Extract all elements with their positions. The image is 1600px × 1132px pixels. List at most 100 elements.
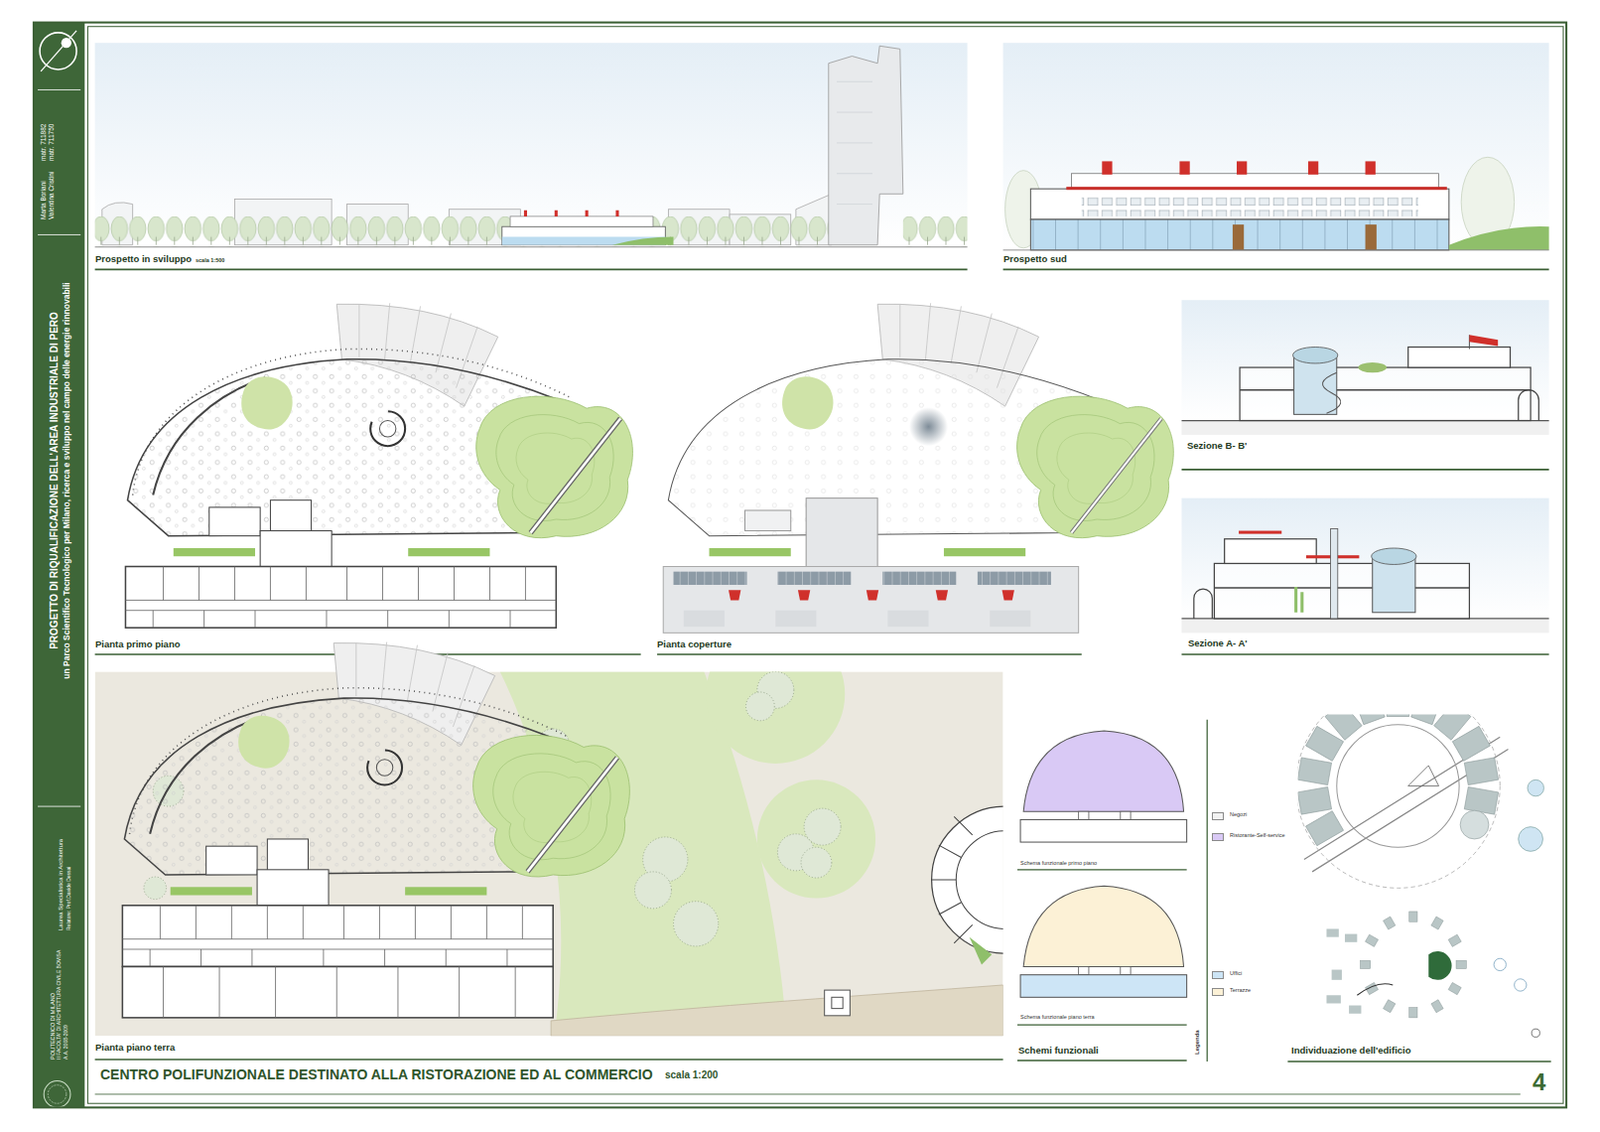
drawing-part [95, 246, 968, 248]
drawing-part [1531, 1028, 1540, 1037]
drawing-part [705, 670, 845, 764]
section-bb [1181, 299, 1549, 470]
drawing-part [1452, 725, 1490, 761]
drawing-part [955, 830, 1003, 930]
drawing-part [1332, 969, 1342, 980]
drawing-part [1101, 160, 1112, 174]
drawing-part [510, 216, 654, 227]
section-aa [1181, 498, 1549, 655]
drawing-part [1386, 714, 1410, 717]
drawing-part [1408, 765, 1440, 787]
drawing-part [1464, 787, 1498, 815]
drawing-part [1298, 714, 1545, 1038]
panel-title: Schemi funzionali [1018, 1045, 1099, 1057]
drawing-part [989, 610, 1031, 627]
drawing-part [1331, 528, 1338, 618]
drawing-part [1527, 779, 1544, 796]
drawing-part [95, 1058, 1004, 1061]
drawing-part [1409, 1007, 1418, 1018]
author-name: Valentina Cristini [47, 171, 55, 220]
site-location [1287, 683, 1551, 1062]
author-name: Marta Boriani [39, 180, 47, 220]
diagram-caption: Schema funzionale piano terra [1020, 1013, 1095, 1020]
drawing-part [800, 846, 832, 878]
drawing-part [887, 610, 929, 627]
drawing-part [746, 691, 776, 721]
legend-label: Uffici [1229, 969, 1242, 976]
drawing-part [1344, 933, 1357, 942]
drawing-part [1070, 417, 1161, 533]
drawing-part [1206, 719, 1208, 1062]
drawing-part [33, 22, 1567, 1108]
drawing-part [1078, 810, 1089, 819]
drawing-part [37, 89, 81, 806]
drawing-part [1023, 730, 1184, 811]
sidebar-strip: Marta Borianimatr. 711882Valentina Crist… [35, 36, 84, 1104]
drawing-part [125, 302, 633, 628]
panel-title: Prospetto sud [1003, 254, 1067, 266]
drawing-part [1232, 224, 1244, 251]
faculty-name: II FACOLTA' DI ARCHITETTURA CIVILE BOVIS… [56, 949, 63, 1060]
drawing-part [673, 901, 719, 946]
drawing-part [1326, 994, 1340, 1003]
drawing-part [1224, 538, 1318, 564]
drawing-part [1409, 911, 1418, 922]
drawing-part [1518, 390, 1540, 421]
drawing-part [43, 1080, 71, 1108]
drawing-part [709, 547, 792, 556]
drawing-part [95, 216, 830, 248]
project-title: PROGETTO DI RIQUALIFICAZIONE DELL'AREA I… [48, 242, 61, 719]
scale-note: scala 1:200 [665, 1068, 718, 1081]
drawing-part [1326, 928, 1338, 936]
drawing-part [122, 642, 630, 967]
drawing-part [1181, 420, 1549, 435]
drawing-part [1294, 355, 1337, 415]
main-title: CENTRO POLIFUNZIONALE DESTINATO ALLA RIS… [100, 1066, 654, 1082]
drawing-part [1238, 531, 1282, 534]
drawing-part [744, 510, 791, 532]
drawing-part [87, 26, 1564, 1103]
drawing-part [1081, 193, 1419, 217]
drawing-part [525, 210, 618, 217]
project-subtitle: un Parco Scientifico Tecnologico per Mil… [62, 222, 73, 739]
drawing-part [33, 22, 1567, 1108]
drawing-part [1120, 965, 1131, 974]
drawing-part [683, 610, 725, 627]
drawing-part [1356, 983, 1393, 996]
drawing-part [550, 984, 1003, 1036]
panel-title: Pianta coperture [657, 639, 732, 651]
drawing-part [1460, 809, 1489, 839]
drawing-part [1336, 724, 1460, 847]
drawing-part [903, 216, 968, 248]
drawing-part [798, 589, 810, 600]
drawing-part [1017, 1023, 1188, 1025]
roof-plan [657, 302, 1174, 655]
drawing-part [1181, 653, 1549, 656]
drawing-part [1236, 160, 1247, 174]
drawing-part [1239, 367, 1531, 420]
function-diagrams [1017, 719, 1207, 1062]
development-elevation [95, 42, 968, 269]
panel-title: Sezione B- B' [1187, 440, 1247, 452]
drawing-part [40, 30, 77, 72]
drawing-part [1066, 186, 1447, 190]
drawing-part [1322, 372, 1340, 413]
drawing-part [1020, 974, 1188, 998]
drawing-part [909, 406, 948, 446]
drawing-part [162, 965, 516, 1017]
drawing-part [831, 996, 843, 1008]
drawing-part [1325, 714, 1362, 741]
drawing-part [1023, 885, 1184, 966]
drawing-part [1017, 396, 1175, 538]
drawing-part [1298, 787, 1333, 815]
drawing-part [1448, 933, 1462, 946]
drawing-part [1383, 916, 1396, 930]
drawing-part [1357, 362, 1387, 373]
drawing-part [95, 1092, 1521, 1094]
legend-swatch [1211, 832, 1224, 841]
drawing-part [1070, 417, 1161, 533]
drawing-part [1296, 586, 1303, 613]
drawing-part [757, 779, 876, 898]
drawing-part [1464, 757, 1498, 786]
